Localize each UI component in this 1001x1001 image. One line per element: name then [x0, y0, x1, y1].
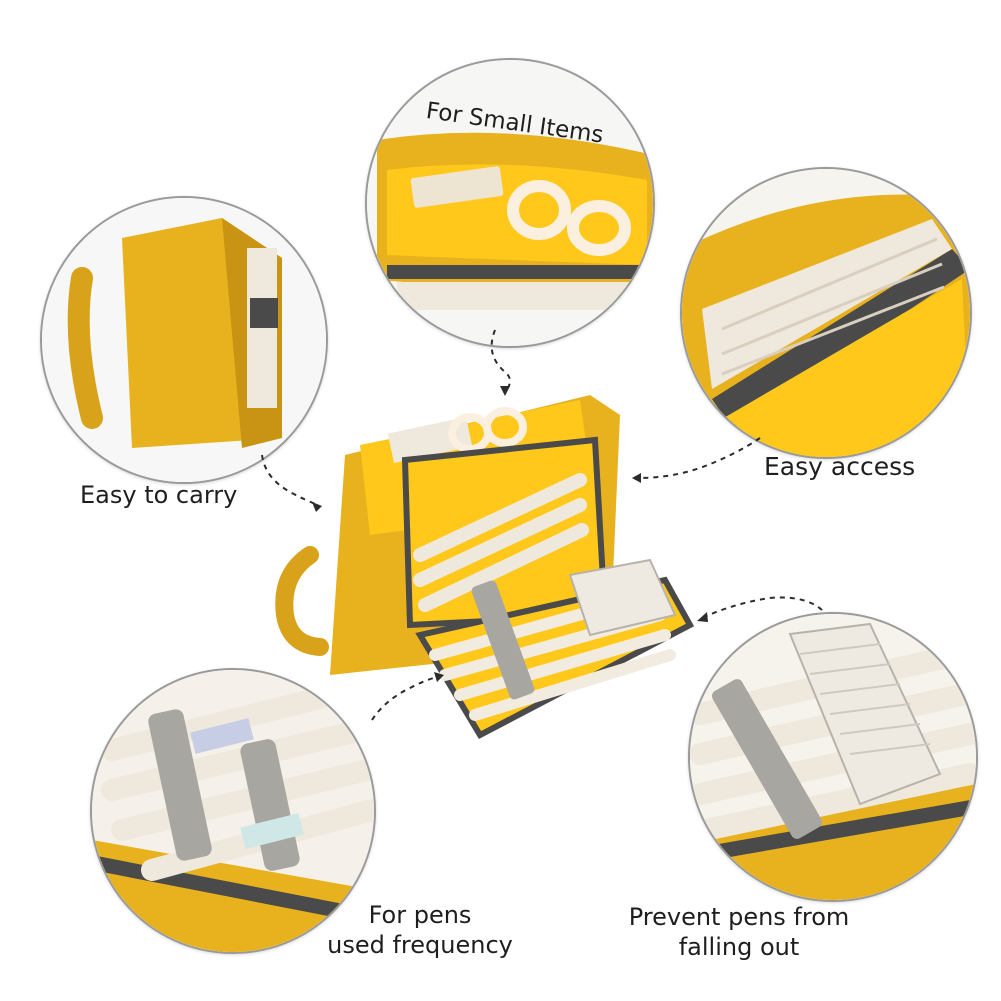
- pens-frequency-detail-circle: [90, 668, 376, 954]
- pens-frequency-photo: [92, 670, 374, 952]
- small-items-photo: [367, 60, 653, 346]
- easy-access-photo: [682, 169, 970, 457]
- easy-access-label: Easy access: [764, 452, 916, 481]
- pens-frequency-label: For pens used frequency: [300, 900, 540, 960]
- pencil-case-photo: [275, 395, 695, 739]
- easy-access-detail-circle: [680, 167, 972, 459]
- prevent-fall-line2: falling out: [678, 933, 800, 961]
- prevent-fall-photo: [690, 614, 976, 900]
- easy-carry-label: Easy to carry: [80, 481, 238, 509]
- pens-frequency-line1: For pens: [368, 901, 472, 929]
- pens-frequency-line2: used frequency: [327, 931, 513, 959]
- pencil-case-product: [260, 385, 700, 740]
- prevent-fall-detail-circle: [688, 612, 978, 902]
- easy-carry-photo: [42, 198, 326, 482]
- easy-carry-detail-circle: [40, 196, 328, 484]
- small-items-detail-circle: [365, 58, 655, 348]
- prevent-fall-label: Prevent pens from falling out: [594, 902, 884, 962]
- prevent-fall-line1: Prevent pens from: [628, 903, 850, 931]
